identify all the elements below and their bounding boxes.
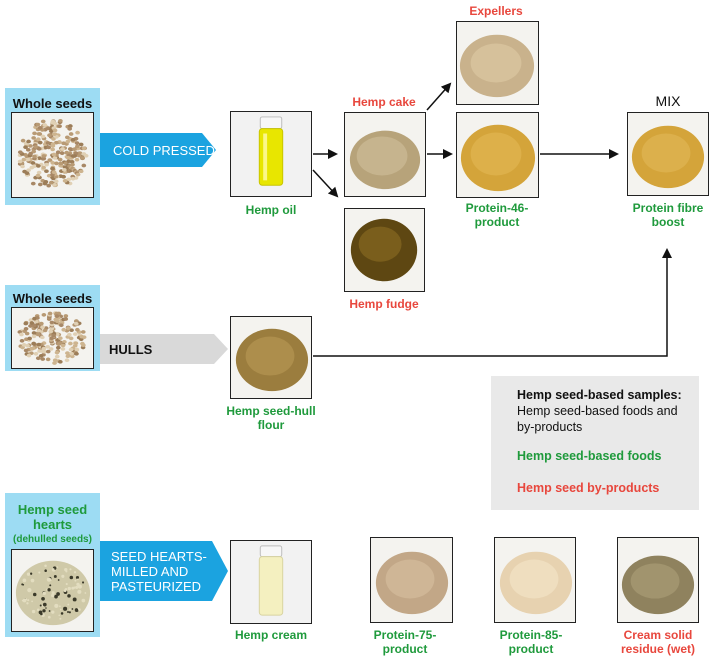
hemp-oil-photo xyxy=(230,111,312,197)
label-expellers: Expellers xyxy=(469,4,523,18)
process-chevron-hulls xyxy=(100,334,228,364)
whole-seeds-title-1: Whole seeds xyxy=(12,96,93,111)
label-hull-flour: Hemp seed-hull flour xyxy=(226,404,316,432)
label-hemp-cream: Hemp cream xyxy=(234,628,308,642)
seed-pile-2 xyxy=(12,308,93,368)
legend-title: Hemp seed-based samples: xyxy=(517,388,682,402)
label-cream-residue: Cream solid residue (wet) xyxy=(620,628,695,656)
hemp-cake-photo xyxy=(344,112,426,197)
hemp-hearts-photo xyxy=(11,549,94,632)
seed-pile-1 xyxy=(12,113,93,197)
expellers-photo xyxy=(456,21,539,105)
legend-subtitle: Hemp seed-based foods and by-products xyxy=(517,404,678,434)
label-protein46: Protein-46-product xyxy=(465,201,529,229)
label-mix: MIX xyxy=(655,93,681,109)
hemp-fudge-photo xyxy=(344,208,425,292)
protein46-photo xyxy=(456,112,539,198)
cream-residue-photo xyxy=(617,537,699,623)
whole-seeds-photo-1 xyxy=(11,112,94,198)
heart-specks xyxy=(21,564,87,620)
label-hemp-cake: Hemp cake xyxy=(352,95,416,109)
legend-foods: Hemp seed-based foods xyxy=(517,449,662,463)
legend-box: Hemp seed-based samples: Hemp seed-based… xyxy=(491,376,699,510)
label-hemp-oil: Hemp oil xyxy=(245,203,297,217)
whole-seeds-photo-2 xyxy=(11,307,94,369)
label-protein75: Protein-75-product xyxy=(373,628,437,656)
arrow-cake-to-expellers xyxy=(426,82,452,111)
hemp-seed-hearts-subtitle: (dehulled seeds) xyxy=(13,534,92,545)
process-chevron-cold-pressed xyxy=(100,133,216,167)
arrow-oil-to-fudge xyxy=(312,169,339,198)
label-hemp-fudge: Hemp fudge xyxy=(349,297,419,311)
hull-flour-photo xyxy=(230,316,312,399)
hemp-cream-photo xyxy=(230,540,312,624)
label-protein-fibre: Protein fibre boost xyxy=(632,201,704,229)
legend-byproducts: Hemp seed by-products xyxy=(517,481,660,495)
label-protein85: Protein-85-product xyxy=(499,628,563,656)
whole-seeds-title-2: Whole seeds xyxy=(12,291,93,306)
hemp-seed-hearts-title: Hemp seed hearts xyxy=(17,502,88,532)
arrow-hull-to-mix xyxy=(313,248,672,357)
process-label-hulls: HULLS xyxy=(109,342,153,357)
protein-fibre-photo xyxy=(627,112,709,196)
process-chevron-seed-hearts xyxy=(100,541,228,601)
protein75-photo xyxy=(370,537,453,623)
process-label-cold-pressed: COLD PRESSED xyxy=(113,143,215,158)
process-label-seed-hearts: SEED HEARTS-MILLED AND PASTEURIZED xyxy=(111,549,207,594)
protein85-photo xyxy=(494,537,576,623)
